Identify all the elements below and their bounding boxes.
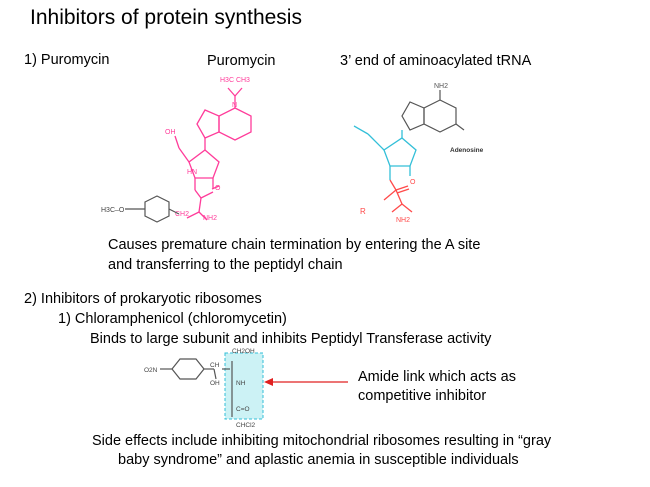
chcl2-label: CHCl2: [236, 422, 256, 429]
trna-nh2-top-label: NH2: [434, 83, 448, 90]
puromycin-n-label: N: [232, 102, 237, 109]
callout-line-1: Amide link which acts as: [358, 369, 516, 385]
puromycin-description-line-2: and transferring to the peptidyl chain: [108, 257, 343, 273]
page-title: Inhibitors of protein synthesis: [30, 6, 302, 29]
puromycin-ch2-label: CH2: [175, 211, 189, 218]
no2-label: O2N: [144, 367, 158, 374]
puromycin-oh-label: OH: [165, 129, 176, 136]
trna-r-label: R: [360, 207, 366, 216]
adenosine-label: Adenosine: [450, 147, 484, 154]
amide-highlight-box: [224, 352, 264, 420]
puromycin-methoxy-label: H3C–O: [101, 207, 125, 214]
section-prokaryotic-heading: 2) Inhibitors of prokaryotic ribosomes: [24, 291, 262, 307]
callout-arrow: [264, 378, 348, 386]
callout-line-2: competitive inhibitor: [358, 388, 487, 404]
trna-structure: NH2 Adenosine O R NH2: [353, 83, 484, 224]
section-puromycin-heading: 1) Puromycin: [24, 52, 110, 68]
trna-nh2-bottom-label: NH2: [396, 217, 410, 224]
chloramphenicol-structure: O2N CH OH CH2OH NH C=O CHCl2: [144, 348, 264, 429]
side-effects-line-2: baby syndrome” and aplastic anemia in su…: [118, 452, 519, 468]
side-effects-line-1: Side effects include inhibiting mitochon…: [92, 433, 552, 449]
nh-label: NH: [236, 380, 246, 387]
ch2oh-label: CH2OH: [232, 348, 255, 355]
chloramphenicol-description: Binds to large subunit and inhibits Pept…: [90, 331, 492, 347]
puromycin-description-line-1: Causes premature chain termination by en…: [108, 237, 481, 253]
chloramphenicol-heading: 1) Chloramphenicol (chloromycetin): [58, 311, 287, 327]
trna-o-label: O: [410, 179, 416, 186]
oh-label: OH: [210, 380, 220, 387]
ch-label: CH: [210, 362, 220, 369]
puromycin-hn-label: HN: [187, 169, 197, 176]
puromycin-structure: H3C CH3 N OH HN O NH2 CH2 H3C–O: [101, 77, 252, 223]
co-label: C=O: [236, 406, 250, 413]
trna-figure-label: 3’ end of aminoacylated tRNA: [340, 53, 532, 69]
puromycin-o-label: O: [215, 185, 221, 192]
puromycin-figure-label: Puromycin: [207, 53, 276, 69]
puromycin-nh2-label: NH2: [203, 215, 217, 222]
puromycin-amine-label: H3C CH3: [220, 77, 250, 84]
